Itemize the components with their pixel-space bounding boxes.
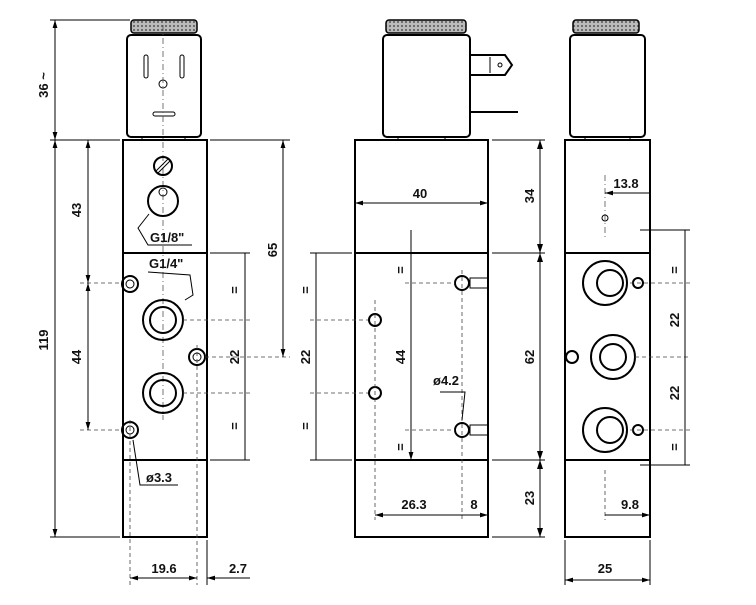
dim-left-spacing: 22 [298,350,313,364]
dim-equal: = [227,286,242,294]
dim-mid-height: 62 [522,350,537,364]
valve-body [122,139,208,538]
dim-width: 25 [598,561,612,576]
connector-pin-slot [179,54,185,79]
dim-coil-height: 36 ~ [36,72,51,98]
dim-top-section: 43 [69,203,84,217]
valve-body [564,139,651,538]
solenoid-coil [126,34,202,138]
pilot-port-label: G1/8" [150,230,184,245]
main-port-label: G1/4" [149,256,183,271]
connector-tab [470,54,514,76]
dim-bottom-height: 23 [522,491,537,505]
dim-spacing-upper: 22 [667,313,682,327]
side-view: ø4.2 40 = 22 = = 44 = 34 62 23 26.3 8 [298,19,545,538]
solenoid-coil [569,34,646,138]
dim-spacing-lower: 22 [667,386,682,400]
dim-bottom-offset: 9.8 [621,497,639,512]
dim-equal: = [393,443,408,451]
dim-center-spacing: 22 [227,350,242,364]
dim-top-offset: 13.8 [613,176,638,191]
dim-hole-offset: 26.3 [401,497,426,512]
dim-equal: = [298,422,313,430]
dim-width: 40 [413,186,427,201]
coil-nut [130,19,198,34]
pilot-port [147,185,179,217]
dim-pilot-offset: 65 [265,243,280,257]
solenoid-coil [382,34,471,138]
manual-override-screw [153,156,173,176]
dim-hole-spacing: 44 [393,349,408,364]
coil-nut [385,19,467,34]
dim-top-height: 34 [522,188,537,203]
dim-total-height: 119 [36,330,51,351]
dim-equal: = [667,266,682,274]
front-view: G1/8" G1/4" ø3.3 36 ~ 119 43 44 65 = 22 … [36,19,290,585]
mount-hole-label: ø4.2 [433,373,459,388]
dim-port-spacing: 44 [69,349,84,364]
coil-nut [572,19,640,34]
dim-equal: = [393,266,408,274]
connector-ground-slot [152,111,176,117]
dim-equal: = [227,422,242,430]
dim-offset: 2.7 [229,561,247,576]
dim-width-holes: 19.6 [151,561,176,576]
dim-equal: = [667,443,682,451]
valve-body [354,139,489,538]
connector-pin-slot [143,54,149,79]
dim-edge-offset: 8 [470,497,477,512]
rear-view: 13.8 = 22 22 = 9.8 25 [564,19,690,585]
mount-hole-label: ø3.3 [146,470,172,485]
dim-equal: = [298,286,313,294]
